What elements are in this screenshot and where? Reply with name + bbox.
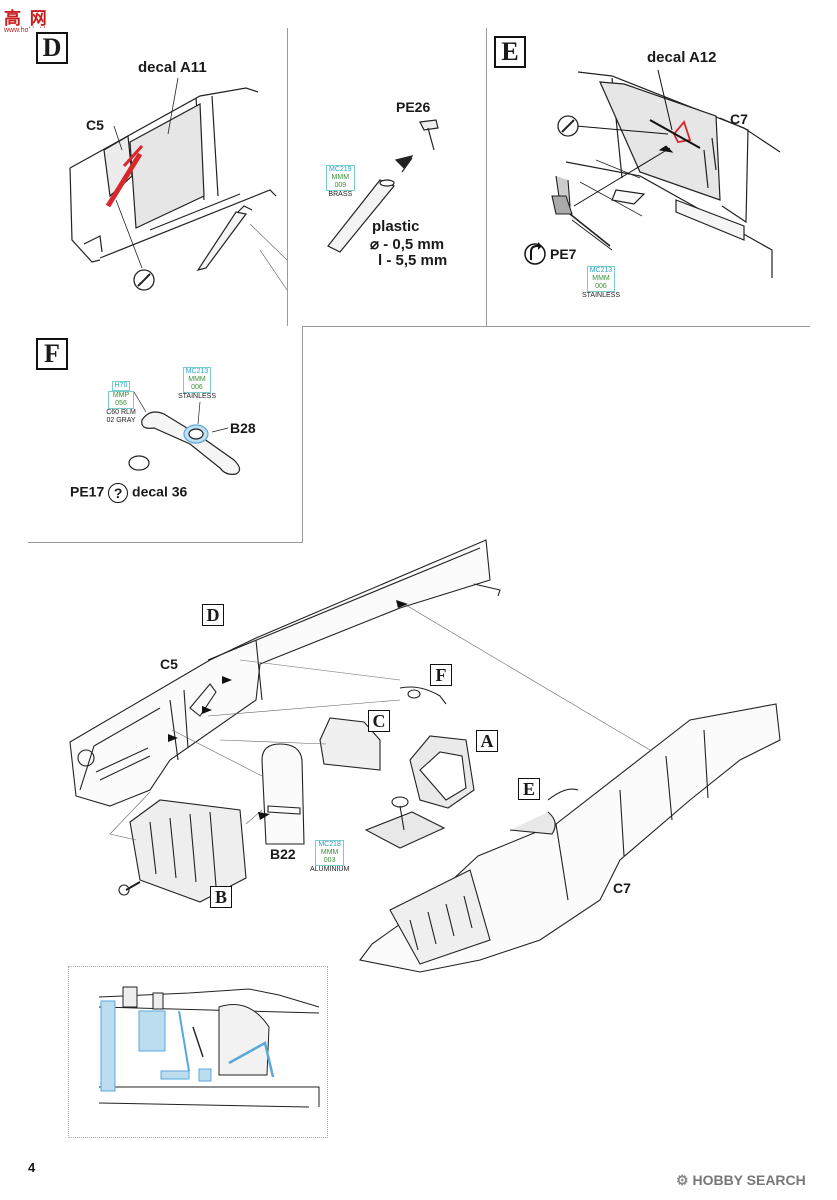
paint-m: MMM 009 xyxy=(331,174,350,189)
step-d-letter: D xyxy=(36,32,68,64)
plastic-rod-diameter: ⌀ - 0,5 mm xyxy=(370,236,445,253)
paint-k: STAINLESS xyxy=(178,393,216,400)
paint-m: MMM 006 xyxy=(592,275,610,290)
step-e-panel xyxy=(486,28,810,327)
callout-b: B xyxy=(210,886,232,908)
step-e-decal-label: decal A12 xyxy=(647,49,717,66)
callout-a: A xyxy=(476,730,498,752)
paint-h: MC213 xyxy=(589,267,613,274)
plastic-rod-title: plastic xyxy=(372,218,420,235)
paint-k: BRASS xyxy=(328,191,353,198)
b22-paint-code: MC218 MMM 003 ALUMINIUM xyxy=(310,840,349,874)
assembly-part-b22: B22 xyxy=(270,846,296,862)
paint-k: ALUMINIUM xyxy=(310,866,350,873)
step-e-part-c7: C7 xyxy=(730,111,748,127)
step-d-part-c5: C5 xyxy=(86,117,104,133)
step-f-part-b28: B28 xyxy=(230,420,256,436)
step-d-paint-code: MC219 MMM 009 BRASS xyxy=(326,165,355,199)
paint-h: MC219 xyxy=(329,166,352,173)
step-d-decal-label: decal A11 xyxy=(138,59,207,76)
paint-m: MMP 056 xyxy=(108,391,134,409)
step-f-letter: F xyxy=(36,338,68,370)
step-f-paint-2: MC213 MMM 006 STAINLESS xyxy=(178,367,216,401)
cockpit-detail-drawing xyxy=(98,986,320,1108)
cockpit-detail-inset xyxy=(68,966,328,1138)
step-d-pe-label: PE26 xyxy=(396,99,431,115)
step-e-paint-code: MC213 MMM 006 STAINLESS xyxy=(582,266,620,300)
hobby-search-logo-icon: ⚙ xyxy=(676,1172,689,1188)
step-f-paint-1: H70MMP 056 C60 RLM 02 GRAY xyxy=(101,381,141,425)
callout-c: C xyxy=(368,710,390,732)
help-icon: ? xyxy=(108,483,129,503)
step-f-pe17-row: PE17 ? decal 36 xyxy=(70,483,187,503)
paint-h: MC218 xyxy=(318,841,341,848)
step-f-pe17: PE17 xyxy=(70,483,105,500)
paint-k: C60 RLM 02 GRAY xyxy=(106,409,136,424)
step-e-pe-label: PE7 xyxy=(550,246,577,262)
site-watermark-glyphs: 高 网 xyxy=(4,9,49,28)
paint-m: MMM 006 xyxy=(188,376,206,391)
hobby-search-watermark: ⚙ HOBBY SEARCH xyxy=(676,1172,806,1189)
step-f-panel xyxy=(28,326,303,543)
callout-f: F xyxy=(430,664,452,686)
bend-arrow-icon xyxy=(524,242,546,265)
paint-k: STAINLESS xyxy=(582,292,620,299)
callout-d: D xyxy=(202,604,224,626)
page-number: 4 xyxy=(28,1160,36,1175)
glue-icon xyxy=(133,269,155,291)
step-f-decal36: decal 36 xyxy=(132,483,188,500)
plastic-rod-length: l - 5,5 mm xyxy=(378,252,448,269)
paint-m: MMM 003 xyxy=(320,849,339,864)
step-d-pe-panel xyxy=(287,28,488,327)
assembly-part-c5: C5 xyxy=(160,656,178,672)
hobby-search-text: HOBBY SEARCH xyxy=(692,1172,806,1188)
callout-e: E xyxy=(518,778,540,800)
paint-h: MC213 xyxy=(185,368,209,375)
assembly-part-c7: C7 xyxy=(613,880,631,896)
step-e-letter: E xyxy=(494,36,526,68)
